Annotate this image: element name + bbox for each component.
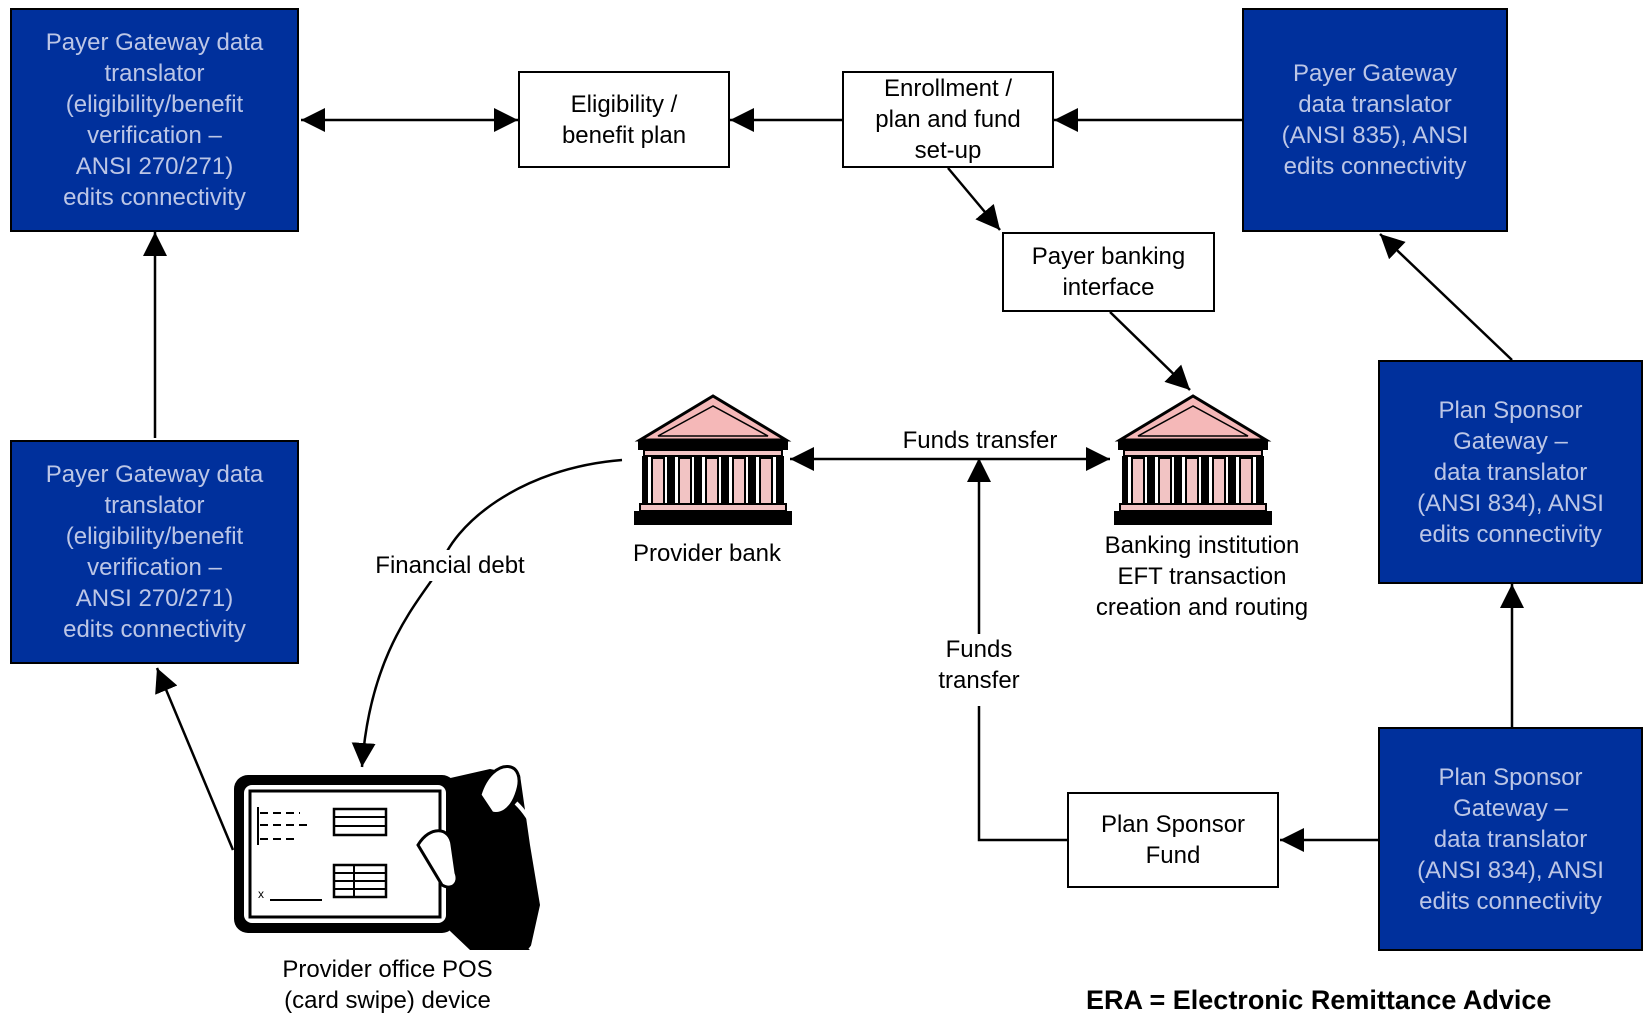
arrow-banking-institution	[1109, 311, 1191, 391]
payer-gateway-eligibility-top: Payer Gateway data translator (eligibili…	[10, 8, 299, 232]
arrow-fund-transfer	[967, 458, 1067, 842]
payer-gateway-835: Payer Gateway data translator (ANSI 835)…	[1242, 8, 1508, 232]
plan-sponsor-gateway-top: Plan Sponsor Gateway – data translator (…	[1378, 360, 1643, 584]
bank-building-icon	[1114, 394, 1272, 525]
financial-debt-label: Financial debt	[360, 550, 540, 581]
funds-transfer-vertical-label: Funds transfer	[919, 634, 1039, 706]
arrow-sponsor-gateway835	[1379, 233, 1513, 361]
arrow-pos-gateway	[155, 667, 235, 851]
plan-sponsor-fund-box: Plan Sponsor Fund	[1067, 792, 1279, 888]
eligibility-benefit-plan-box: Eligibility / benefit plan	[518, 71, 730, 168]
arrow-enrollment-banking	[947, 167, 1001, 231]
era-caption: ERA = Electronic Remittance Advice	[1086, 985, 1552, 1015]
enrollment-setup-box: Enrollment / plan and fund set-up	[842, 71, 1054, 168]
funds-transfer-top-label: Funds transfer	[902, 427, 1058, 454]
pos-device-label: Provider office POS (card swipe) device	[282, 956, 493, 1014]
plan-sponsor-gateway-bottom: Plan Sponsor Gateway – data translator (…	[1378, 727, 1643, 951]
provider-bank-label: Provider bank	[632, 540, 782, 567]
card-swipe-terminal-icon: x	[234, 765, 550, 952]
payer-gateway-eligibility-bottom: Payer Gateway data translator (eligibili…	[10, 440, 299, 664]
svg-text:x: x	[258, 887, 264, 901]
banking-institution-label: Banking institution EFT transaction crea…	[1095, 532, 1309, 621]
payer-banking-interface-box: Payer banking interface	[1002, 232, 1215, 312]
arrow-financial-debt	[351, 458, 623, 768]
bank-building-icon	[634, 394, 792, 525]
